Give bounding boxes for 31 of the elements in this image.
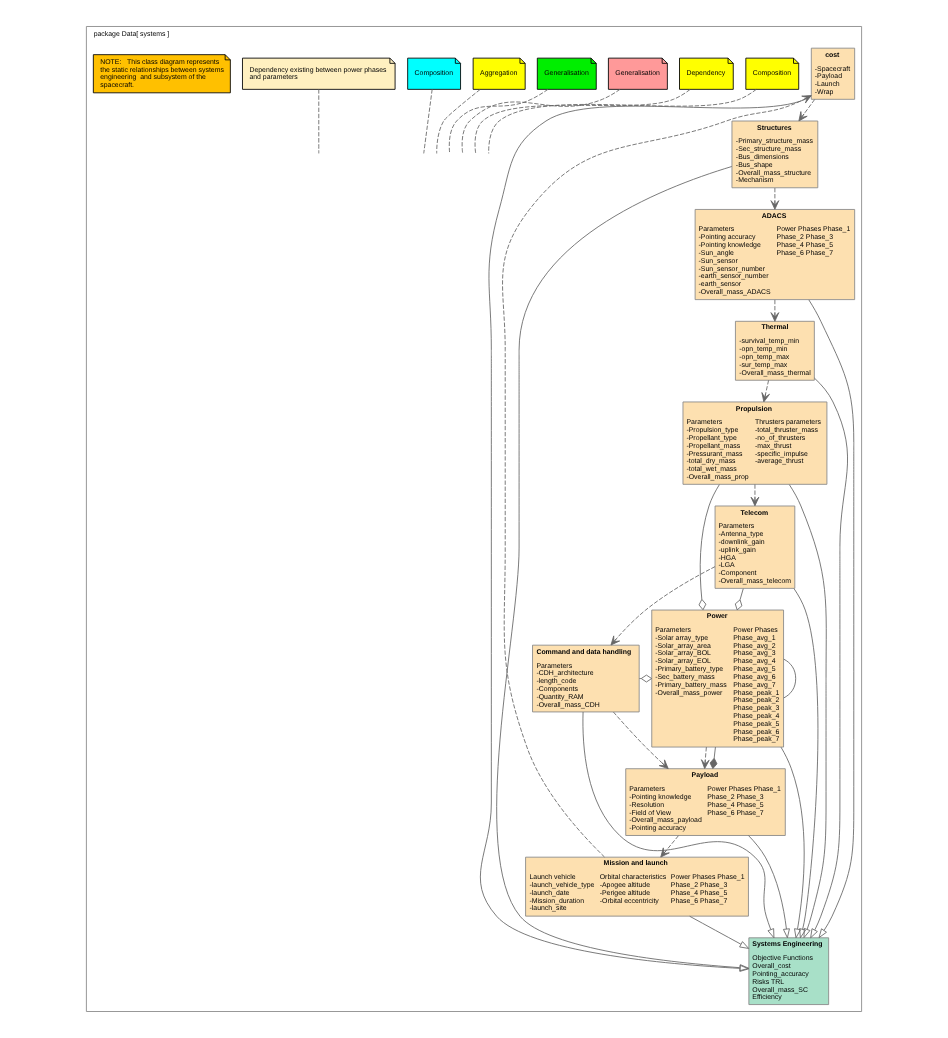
- arrow: [582, 711, 775, 939]
- arrow: [793, 588, 819, 939]
- arrow: [689, 915, 750, 949]
- arrow: [770, 187, 780, 210]
- connector: [734, 588, 744, 611]
- connector: [474, 89, 691, 154]
- arrow: [808, 299, 855, 939]
- arrow: [780, 746, 805, 939]
- arrow: [610, 566, 716, 646]
- arrow: [798, 99, 816, 122]
- connector: [783, 658, 797, 699]
- connector: [488, 88, 757, 154]
- arrow: [750, 484, 760, 507]
- arrow: [761, 379, 770, 403]
- arrow: [700, 746, 710, 769]
- arrow: [480, 95, 812, 972]
- arrow: [613, 711, 669, 770]
- arrow: [502, 95, 812, 858]
- connector: [698, 484, 720, 611]
- arrow: [810, 377, 848, 939]
- arrow: [660, 835, 679, 858]
- connector: [461, 88, 621, 154]
- connector: [448, 88, 549, 154]
- connector: [436, 89, 481, 154]
- connector: [709, 746, 718, 769]
- connector: [318, 89, 320, 154]
- arrow: [770, 299, 780, 322]
- connector: [423, 89, 433, 154]
- arrow: [788, 484, 827, 938]
- connector: [638, 674, 653, 683]
- arrow: [748, 835, 790, 939]
